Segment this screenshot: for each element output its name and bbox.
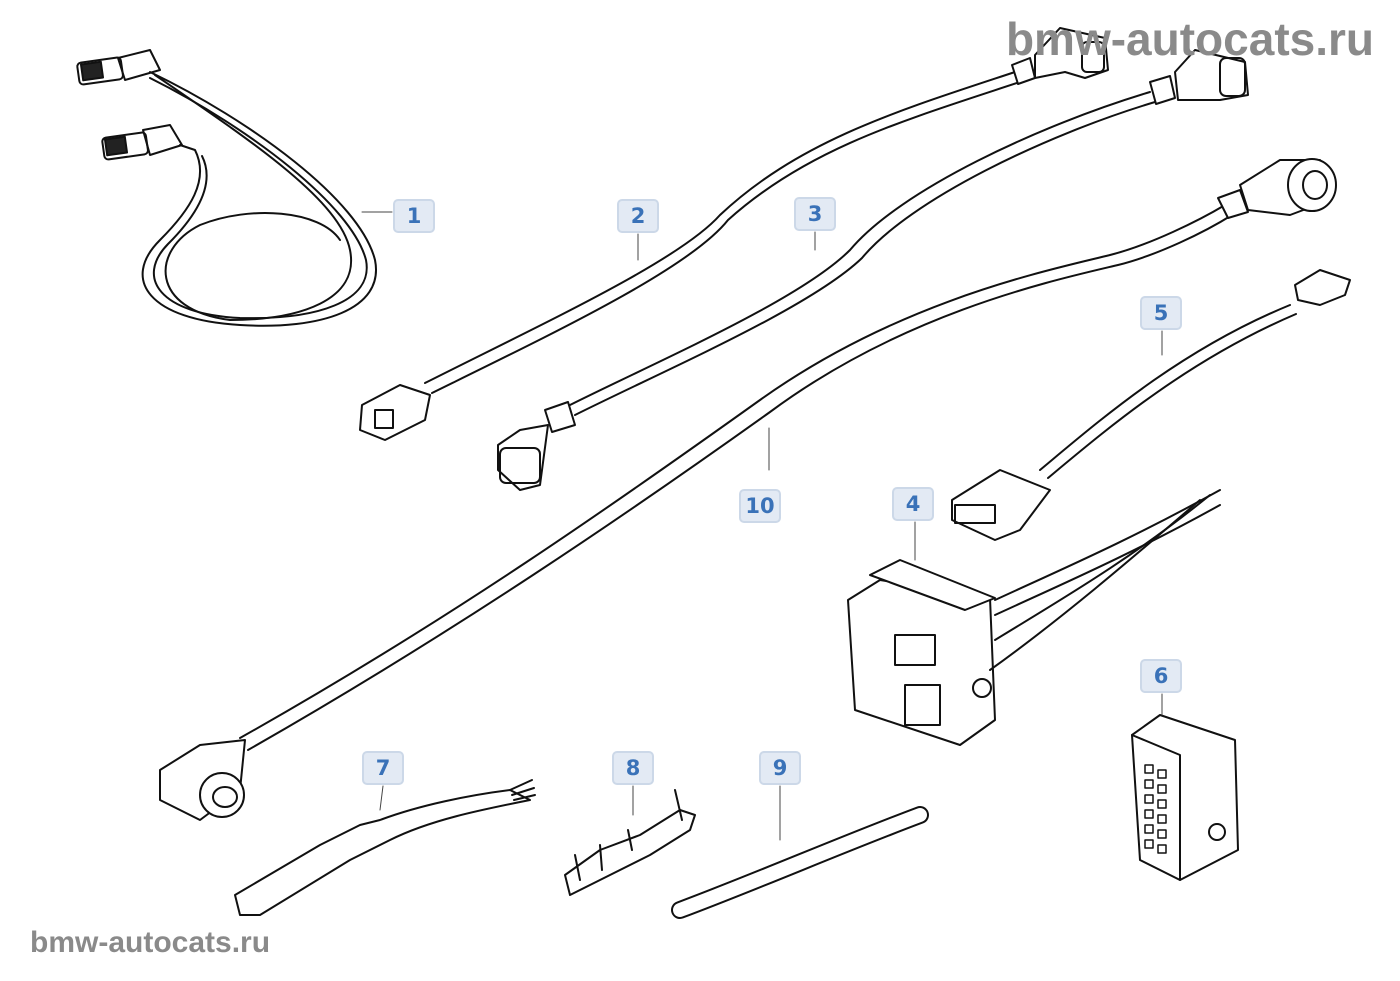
callout-4[interactable]: 4	[892, 487, 934, 521]
part-4-connector	[847, 489, 1221, 746]
callout-9[interactable]: 9	[759, 751, 801, 785]
callout-2[interactable]: 2	[617, 199, 659, 233]
callout-8[interactable]: 8	[612, 751, 654, 785]
part-6-module	[1131, 714, 1239, 881]
watermark-bottom: bmw-autocats.ru	[30, 926, 271, 959]
part-7-terminal	[234, 779, 536, 916]
part-5-cable	[951, 269, 1351, 541]
callout-1[interactable]: 1	[393, 199, 435, 233]
part-8-terminal	[564, 789, 696, 896]
part-10-cable	[159, 158, 1337, 821]
leader-lines	[361, 211, 1163, 841]
callout-3[interactable]: 3	[794, 197, 836, 231]
callout-5[interactable]: 5	[1140, 296, 1182, 330]
part-1-cable	[76, 49, 378, 327]
callout-6[interactable]: 6	[1140, 659, 1182, 693]
part-3-cable	[497, 49, 1249, 491]
part-2-cable	[359, 27, 1109, 441]
callout-10[interactable]: 10	[739, 489, 781, 523]
callout-7[interactable]: 7	[362, 751, 404, 785]
part-9-tube	[671, 806, 929, 919]
watermark-top: bmw-autocats.ru	[1005, 13, 1374, 65]
